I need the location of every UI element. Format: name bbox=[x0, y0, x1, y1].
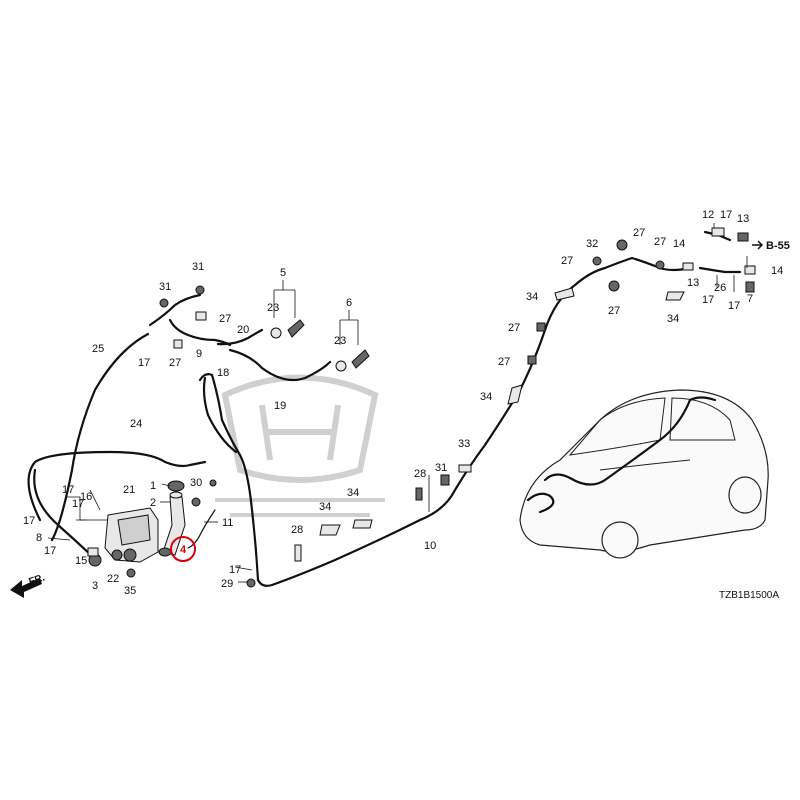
hose-24 bbox=[27, 450, 207, 522]
callout-5: 5 bbox=[280, 267, 286, 279]
highlight-ring bbox=[170, 536, 196, 562]
callout-30: 30 bbox=[190, 477, 202, 489]
callout-7: 7 bbox=[747, 293, 753, 305]
callout-19: 19 bbox=[274, 400, 286, 412]
callout-27g: 27 bbox=[654, 236, 666, 248]
callout-13b: 13 bbox=[687, 277, 699, 289]
callout-25: 25 bbox=[92, 343, 104, 355]
hose-20 bbox=[216, 328, 264, 346]
callout-27d: 27 bbox=[498, 356, 510, 368]
washer-reservoir bbox=[104, 507, 159, 563]
callout-3: 3 bbox=[92, 580, 98, 592]
callout-15: 15 bbox=[75, 555, 87, 567]
callout-27h: 27 bbox=[608, 305, 620, 317]
callout-4: 4 bbox=[180, 544, 187, 556]
vehicle-illustration bbox=[519, 389, 769, 559]
callout-17i: 17 bbox=[728, 300, 740, 312]
callout-23b: 23 bbox=[334, 335, 346, 347]
callout-22: 22 bbox=[107, 573, 119, 585]
callout-21: 21 bbox=[123, 484, 135, 496]
callout-35: 35 bbox=[124, 585, 136, 597]
callout-10: 10 bbox=[424, 540, 436, 552]
filler-neck bbox=[162, 480, 186, 556]
reservoir-small-parts bbox=[87, 479, 256, 588]
callout-13a: 13 bbox=[737, 213, 749, 225]
callout-17c: 17 bbox=[23, 515, 35, 527]
washer-hoses bbox=[27, 230, 742, 587]
callout-31b: 31 bbox=[159, 281, 171, 293]
callout-28a: 28 bbox=[414, 468, 426, 480]
hose-24b bbox=[33, 468, 94, 558]
callout-28b: 28 bbox=[291, 524, 303, 536]
callout-20: 20 bbox=[237, 324, 249, 336]
callout-11: 11 bbox=[222, 517, 233, 529]
hose-19 bbox=[228, 348, 332, 382]
leader-lines bbox=[47, 223, 748, 583]
callout-1: 1 bbox=[150, 480, 156, 492]
callout-14b: 14 bbox=[771, 265, 783, 277]
callout-17f: 17 bbox=[229, 564, 241, 576]
callout-34d: 34 bbox=[319, 501, 331, 513]
tube-11 bbox=[187, 509, 216, 549]
callout-17e: 17 bbox=[44, 545, 56, 557]
callout-17b: 17 bbox=[62, 484, 74, 496]
hose-top-left bbox=[148, 293, 232, 347]
callout-17a: 17 bbox=[138, 357, 150, 369]
callout-labels: 1 2 3 4 5 6 7 8 9 10 11 12 13 13 14 14 1… bbox=[23, 209, 783, 597]
callout-24: 24 bbox=[130, 418, 142, 430]
callout-8: 8 bbox=[36, 532, 42, 544]
callout-27e: 27 bbox=[561, 255, 573, 267]
callout-34e: 34 bbox=[667, 313, 679, 325]
callout-17d: 17 bbox=[72, 498, 84, 510]
hose-25 bbox=[50, 332, 150, 542]
reference-code: B-55 bbox=[766, 240, 790, 252]
watermark-logo bbox=[215, 374, 385, 517]
callout-27a: 27 bbox=[219, 313, 231, 325]
callout-34b: 34 bbox=[480, 391, 492, 403]
callout-29: 29 bbox=[221, 578, 233, 590]
callout-16: 16 bbox=[80, 491, 92, 503]
callout-23a: 23 bbox=[267, 302, 279, 314]
callout-34c: 34 bbox=[347, 487, 359, 499]
callout-27f: 27 bbox=[633, 227, 645, 239]
callout-31c: 31 bbox=[435, 462, 447, 474]
callout-33: 33 bbox=[458, 438, 470, 450]
callout-32: 32 bbox=[586, 238, 598, 250]
callout-34a: 34 bbox=[526, 291, 538, 303]
callout-6: 6 bbox=[346, 297, 352, 309]
callout-12: 12 bbox=[702, 209, 714, 221]
hose-10b bbox=[603, 256, 692, 272]
callout-27c: 27 bbox=[508, 322, 520, 334]
front-direction-label: FR. bbox=[28, 572, 47, 588]
callout-2: 2 bbox=[150, 497, 156, 509]
diagram-code: TZB1B1500A bbox=[719, 590, 779, 601]
callout-31a: 31 bbox=[192, 261, 204, 273]
callout-26: 26 bbox=[714, 282, 726, 294]
callout-27b: 27 bbox=[169, 357, 181, 369]
callout-18: 18 bbox=[217, 367, 229, 379]
callout-17g: 17 bbox=[720, 209, 732, 221]
callout-9: 9 bbox=[196, 348, 202, 360]
front-direction-arrow bbox=[10, 578, 42, 598]
hose-vertical-b bbox=[202, 376, 238, 454]
reference-arrow bbox=[752, 240, 764, 250]
clips-and-nozzles bbox=[159, 227, 756, 562]
callout-14a: 14 bbox=[673, 238, 685, 250]
hose-right-26 bbox=[698, 266, 742, 274]
callout-17h: 17 bbox=[702, 294, 714, 306]
hose-vertical bbox=[198, 373, 260, 582]
